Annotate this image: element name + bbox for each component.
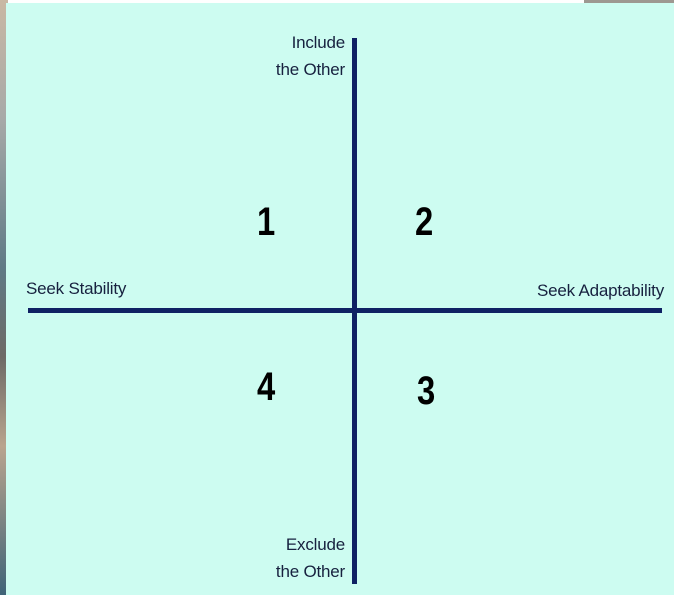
top-axis-label-line1: Include	[241, 29, 345, 56]
top-axis-label-line2: the Other	[241, 56, 345, 83]
bottom-axis-label-line2: the Other	[241, 558, 345, 585]
top-axis-label: Include the Other	[241, 29, 345, 83]
bottom-axis-label: Exclude the Other	[241, 531, 345, 585]
horizontal-axis	[28, 308, 662, 313]
quadrant-3-number: 3	[417, 369, 435, 413]
quadrant-4-number: 4	[257, 365, 275, 409]
quadrant-1-number: 1	[257, 200, 275, 244]
quadrant-diagram: Include the Other Exclude the Other Seek…	[6, 3, 674, 595]
left-axis-label: Seek Stability	[26, 275, 126, 302]
right-axis-label: Seek Adaptability	[476, 277, 664, 304]
bottom-axis-label-line1: Exclude	[241, 531, 345, 558]
quadrant-2-number: 2	[415, 200, 433, 244]
